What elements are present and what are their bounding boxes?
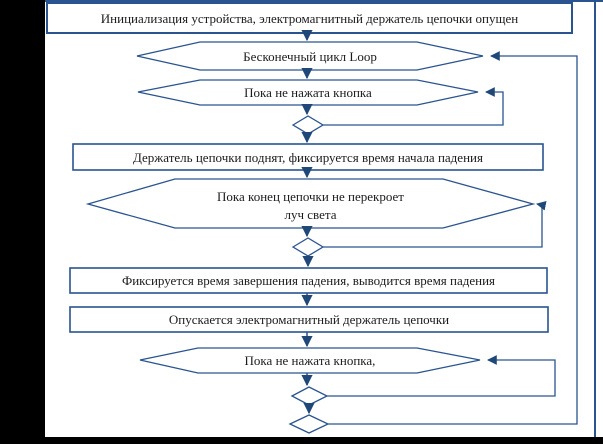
connector-diamond-2 bbox=[291, 237, 325, 257]
node-loop-forever bbox=[136, 41, 484, 71]
loopback-wait-button-2 bbox=[327, 355, 556, 397]
node-wait-button-2 bbox=[139, 347, 481, 374]
node-wait-beam bbox=[85, 178, 536, 229]
label-wait-beam-line1: Пока конец цепочки не перекроет bbox=[217, 189, 404, 204]
label-wait-beam-line2: луч света bbox=[284, 207, 337, 222]
label-wait-beam: Пока конец цепочки не перекроет луч свет… bbox=[88, 188, 533, 224]
label-fix-time: Фиксируется время завершения падения, вы… bbox=[121, 273, 496, 288]
loopback-wait-beam bbox=[323, 200, 547, 248]
label-wait-button-2: Пока не нажата кнопка, bbox=[244, 353, 376, 368]
node-fix-time bbox=[69, 267, 548, 294]
connector-diamond-1 bbox=[291, 115, 325, 135]
loopback-wait-button-1 bbox=[323, 87, 504, 126]
node-wait-button-1 bbox=[137, 79, 479, 106]
label-wait-button-1: Пока не нажата кнопка bbox=[244, 85, 372, 100]
document-page bbox=[45, 0, 603, 437]
label-init: Инициализация устройства, электромагнитн… bbox=[100, 10, 519, 26]
node-lower-holder bbox=[69, 306, 549, 333]
label-loop-forever: Бесконечный цикл Loop bbox=[243, 48, 377, 64]
loopback-loop-forever bbox=[328, 51, 578, 425]
label-lower-holder: Опускается электромагнитный держатель це… bbox=[168, 312, 450, 327]
connector-diamond-3 bbox=[290, 386, 329, 406]
label-raise-holder: Держатель цепочки поднят, фиксируется вр… bbox=[133, 149, 483, 165]
connector-diamond-4 bbox=[288, 414, 330, 434]
